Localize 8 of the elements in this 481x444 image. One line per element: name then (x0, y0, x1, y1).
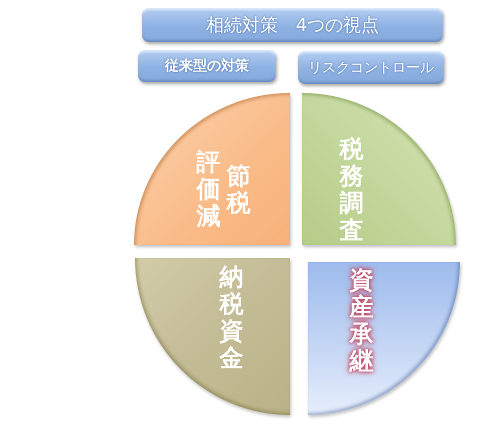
segment-label: 節税 (226, 163, 251, 217)
title-banner: 相続対策 4つの視点 (142, 8, 443, 42)
segment-label: 資産承継 (349, 267, 374, 375)
segment-label: 税務調査 (339, 136, 364, 244)
segment-label: 評価減 (196, 149, 221, 230)
section-header: 従来型の対策 (138, 50, 276, 82)
segment-label: 納税資金 (219, 264, 244, 372)
section-header: リスクコントロール (298, 51, 444, 84)
